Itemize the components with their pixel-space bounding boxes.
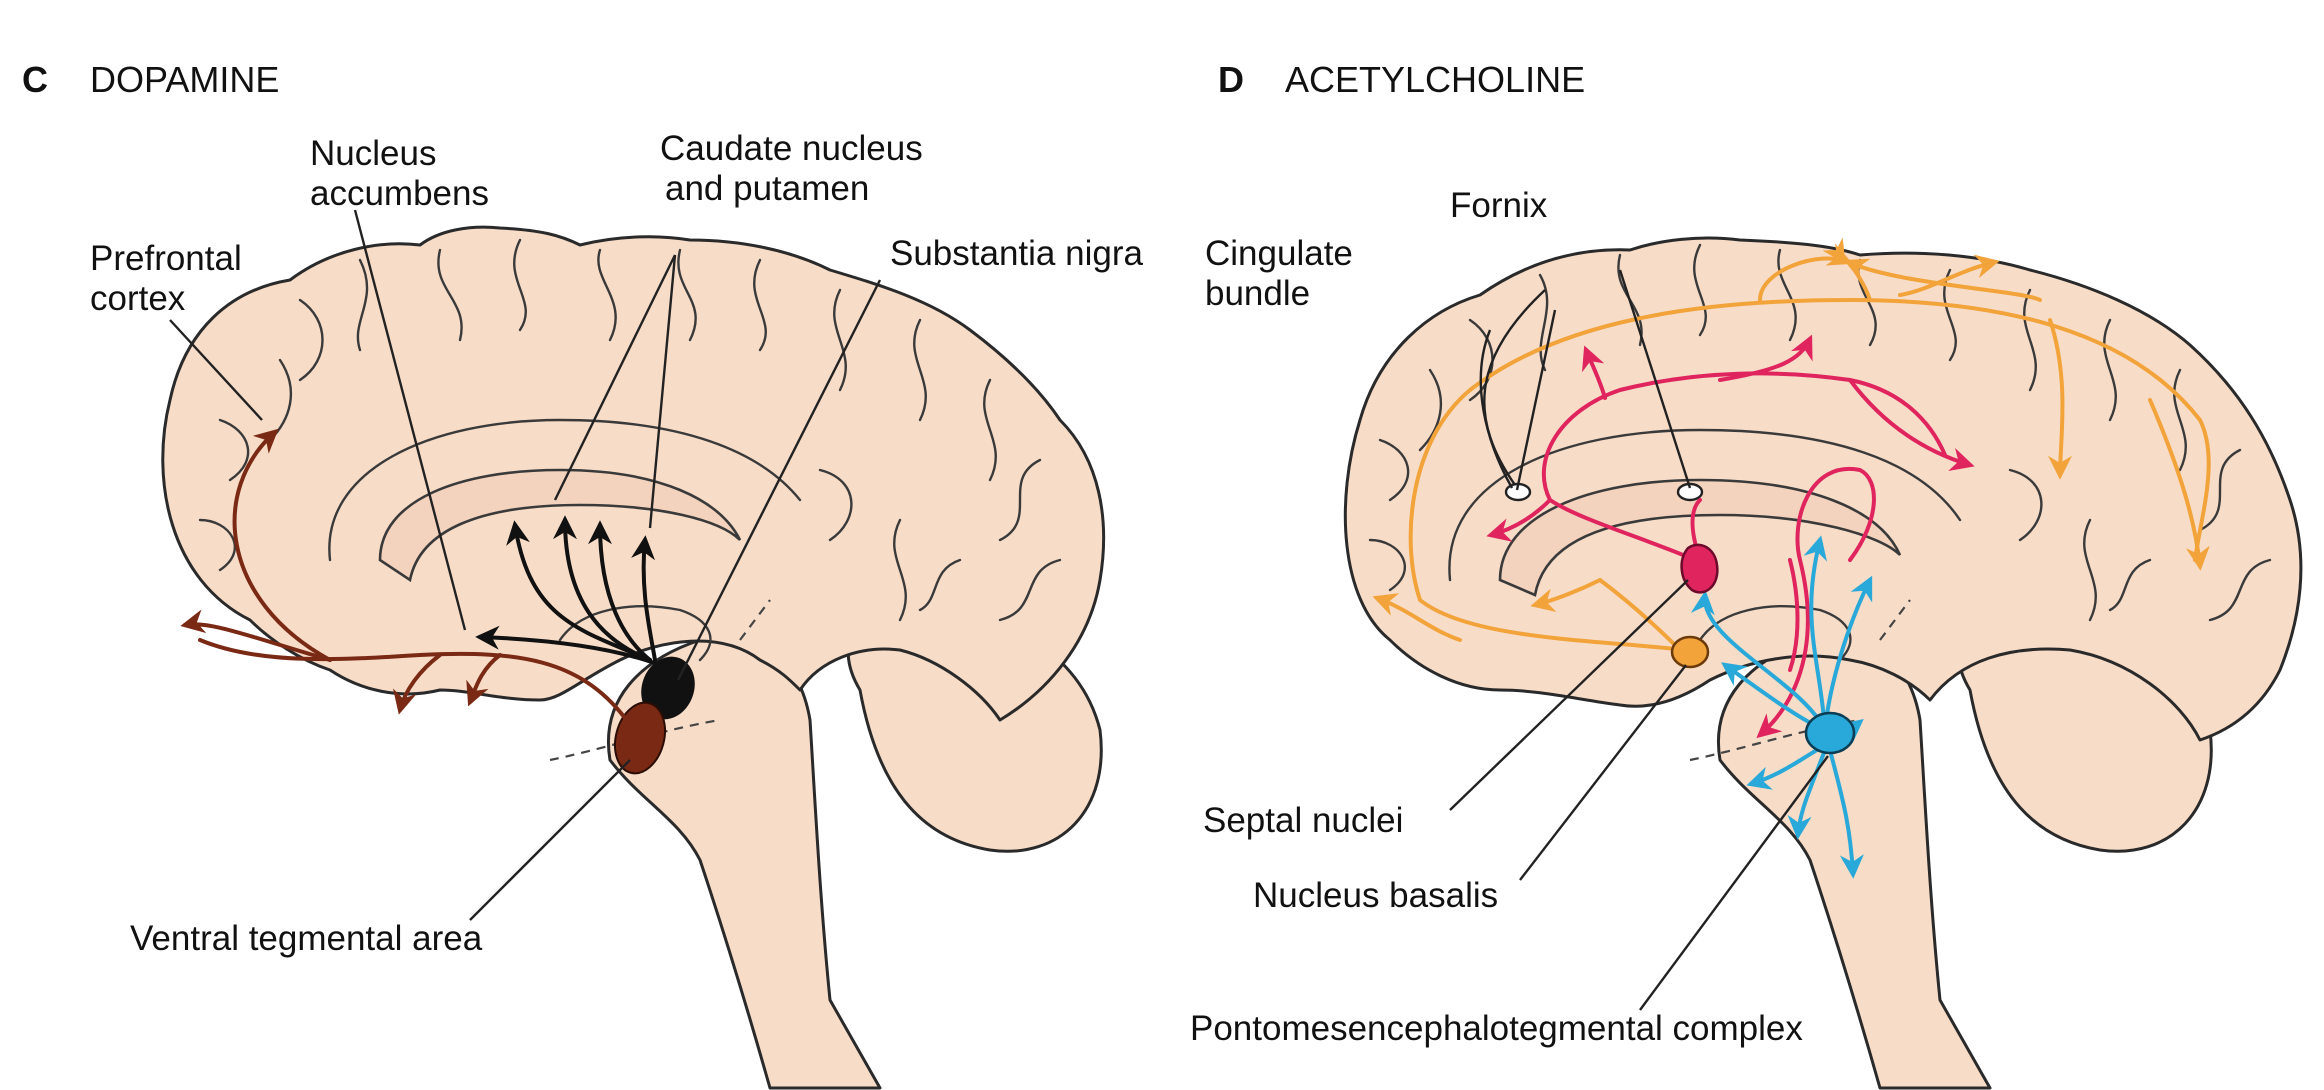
label-nucleus-accumbens-2: accumbens [310,174,489,213]
label-nucleus-accumbens-1: Nucleus [310,134,436,173]
panel-letter-d: D [1218,59,1244,100]
ppt-complex-nucleus [1804,711,1856,755]
label-prefrontal-1: Prefrontal [90,239,242,278]
septal-hippocampal-pathway [1486,334,1975,739]
labels-c: Nucleus accumbens Caudate nucleus and pu… [90,129,1143,958]
thalamus-c [558,605,712,662]
label-septal-nuclei: Septal nuclei [1203,801,1403,840]
cingulate-arc-d [1448,428,1962,582]
septal-nuclei-nucleus [1680,543,1719,594]
label-cingulate-2: bundle [1205,274,1310,313]
brainstem-c [607,635,882,1090]
labels-d: Fornix Cingulate bundle Septal nuclei Nu… [1190,186,1803,1048]
label-prefrontal-2: cortex [90,279,186,318]
panel-acetylcholine: D ACETYLCHOLINE [1190,59,2303,1090]
leader-lines-d [1449,269,1829,1011]
cingulate-arc-c [328,418,802,562]
label-caudate-1: Caudate nucleus [660,129,923,168]
thalamus-d [1698,605,1852,662]
corpus-callosum-c [378,468,742,583]
fornix-marker [1676,482,1704,502]
label-cingulate-1: Cingulate [1205,234,1353,273]
panel-dopamine: C DOPAMINE [22,59,1143,1090]
mesocortical-pathway [180,428,627,720]
label-ppt-complex: Pontomesencephalotegmental complex [1190,1009,1803,1048]
corpus-callosum-d [1498,478,1902,597]
nigrostriatal-pathway [475,515,662,667]
brain-sagittal-c [161,225,1106,1090]
label-substantia-nigra: Substantia nigra [890,234,1143,273]
vta-nucleus [614,701,666,775]
label-nucleus-basalis: Nucleus basalis [1253,876,1498,915]
gyri-c [198,238,1062,622]
nucleus-basalis-nucleus [1670,635,1710,669]
label-caudate-2: and putamen [665,169,869,208]
label-fornix: Fornix [1450,186,1548,225]
label-vta: Ventral tegmental area [130,919,483,958]
brain-sagittal-d [1343,236,2303,1090]
panel-title-acetylcholine: ACETYLCHOLINE [1285,59,1585,100]
cerebrum-c [161,225,1106,722]
leader-lines-c [169,209,882,921]
basalis-cortical-pathway [1372,237,2211,652]
panel-title-dopamine: DOPAMINE [90,59,279,100]
panel-letter-c: C [22,59,48,100]
